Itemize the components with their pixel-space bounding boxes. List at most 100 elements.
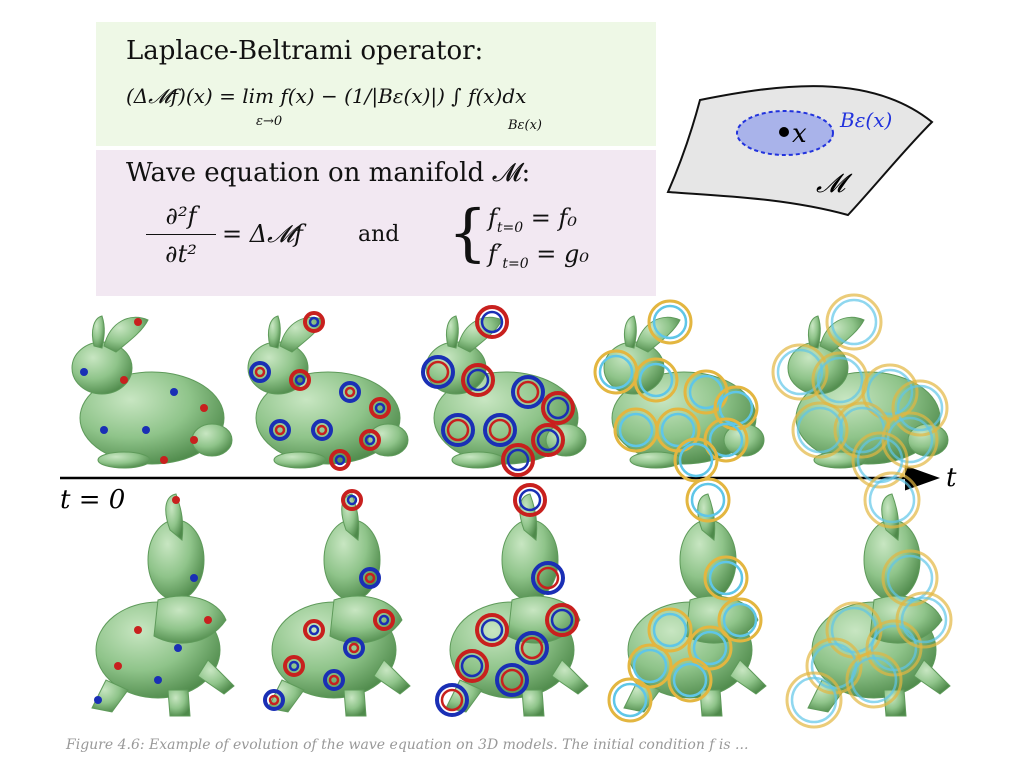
wave-ring xyxy=(632,648,668,684)
wave-source xyxy=(134,626,142,634)
wave-ring xyxy=(369,397,391,419)
wave-ring xyxy=(466,368,490,392)
wave-ring xyxy=(895,591,953,649)
wave-ring xyxy=(833,401,891,459)
wave-ring xyxy=(607,677,653,723)
wave-ring xyxy=(830,606,878,654)
wave-ring xyxy=(303,311,325,333)
cond2-rhs: = g₀ xyxy=(536,240,589,268)
wave-ring xyxy=(536,566,560,590)
wave-ring xyxy=(703,555,749,601)
fraction-bar xyxy=(146,234,216,235)
wave-ring xyxy=(618,412,654,448)
wave-ring xyxy=(546,396,570,420)
wave-ring xyxy=(790,676,838,724)
wave-ring xyxy=(506,448,530,472)
wave-ring xyxy=(480,310,504,334)
wave-ring xyxy=(683,369,729,415)
elephant-leg xyxy=(699,689,723,717)
wave-source xyxy=(114,662,122,670)
wave-source xyxy=(134,318,142,326)
ball-label: Bε(x) xyxy=(839,108,892,132)
elephant-leg xyxy=(197,659,235,695)
wave-ring xyxy=(866,368,914,416)
wave-ring xyxy=(359,567,381,589)
wave-ring xyxy=(316,424,328,436)
wave-ring xyxy=(612,682,648,718)
bunny-foot xyxy=(273,451,327,469)
lhs-denominator: ∂t² xyxy=(165,240,197,268)
wave-ring xyxy=(545,603,579,637)
wave-source xyxy=(190,436,198,444)
wave-ring xyxy=(254,366,266,378)
wave-ring xyxy=(329,449,351,471)
cond1-f: f xyxy=(488,204,497,232)
wave-ring xyxy=(598,354,634,390)
wave-ring xyxy=(896,384,944,432)
wave-ring xyxy=(845,651,903,709)
wave-ring xyxy=(421,355,455,389)
wave-source xyxy=(120,376,128,384)
wave-source xyxy=(94,696,102,704)
wave-ring xyxy=(722,602,758,638)
wave-ring xyxy=(515,631,549,665)
wave-ring xyxy=(627,643,673,689)
wave-ring xyxy=(455,649,489,683)
bunny-tail xyxy=(723,423,765,457)
bunny-body xyxy=(255,371,401,465)
wave-ring xyxy=(638,362,674,398)
wave-title: Wave equation on manifold 𝓜: xyxy=(126,158,531,188)
wave-ring xyxy=(891,379,949,437)
wave-ring xyxy=(373,609,395,631)
wave-ring xyxy=(647,607,693,653)
wave-ring xyxy=(881,411,939,469)
wave-ring xyxy=(441,413,475,447)
wave-ring xyxy=(483,413,517,447)
wave-source xyxy=(160,456,168,464)
wave-source xyxy=(142,426,150,434)
bunny-foot xyxy=(97,451,151,469)
integral-subscript: Bε(x) xyxy=(508,118,543,133)
wave-ring xyxy=(343,637,365,659)
bunny-frame xyxy=(247,311,409,471)
wave-ring xyxy=(378,614,390,626)
wave-ring xyxy=(825,293,883,351)
wave-ring xyxy=(294,374,306,386)
elephant-frame xyxy=(91,493,235,717)
wave-ring xyxy=(861,363,919,421)
wave-ring xyxy=(289,369,311,391)
and-text: and xyxy=(358,222,400,247)
point-x xyxy=(779,127,789,137)
wave-ring xyxy=(249,361,271,383)
wave-ring xyxy=(308,316,320,328)
bunny-frame xyxy=(771,293,949,489)
wave-ring xyxy=(647,299,693,345)
wave-ring xyxy=(708,422,744,458)
wave-ring xyxy=(348,642,360,654)
wave-ring xyxy=(881,549,939,607)
wave-source xyxy=(174,644,182,652)
elephant-trunk xyxy=(165,493,184,541)
wave-ring xyxy=(536,428,560,452)
wave-ring xyxy=(339,381,361,403)
wave-source xyxy=(204,616,212,624)
bunny-foot xyxy=(451,451,505,469)
laplace-title: Laplace-Beltrami operator: xyxy=(126,36,484,66)
elephant-trunk xyxy=(881,493,900,541)
limit-subscript: ε→0 xyxy=(256,114,283,129)
laplace-formula-text: (Δ𝓜f)(x) = lim f(x) − (1/|Bε(x)|) ∫ f(x)… xyxy=(126,84,527,108)
wave-ring xyxy=(374,402,386,414)
wave-ring xyxy=(652,612,688,648)
wave-ring xyxy=(359,429,381,451)
wave-ring xyxy=(303,619,325,641)
figure-caption: Figure 4.6: Example of evolution of the … xyxy=(66,737,749,753)
elephant-row xyxy=(91,471,953,729)
wave-ring xyxy=(771,343,829,401)
cond2-sub: t=0 xyxy=(502,255,529,272)
wave-ring xyxy=(685,477,731,523)
wave-ring xyxy=(480,618,504,642)
bunny-head xyxy=(71,341,133,395)
elephant-ear xyxy=(153,595,227,644)
wave-ring xyxy=(308,624,320,636)
wave-ring xyxy=(863,471,921,529)
